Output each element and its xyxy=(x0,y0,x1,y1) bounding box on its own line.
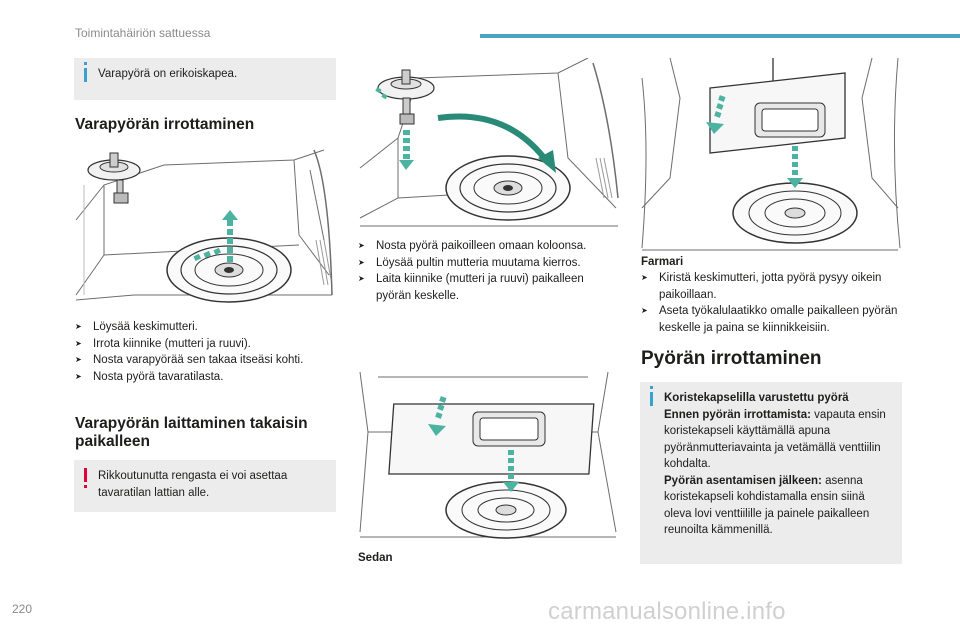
estate-steps: Kiristä keskimutteri, jotta pyörä pysyy … xyxy=(641,270,903,336)
refit-title: Varapyörän laittaminen takaisin paikalle… xyxy=(75,415,308,451)
refit-title-line1: Varapyörän laittaminen takaisin xyxy=(75,415,308,432)
warning-note: Rikkoutunutta rengasta ei voi asettaa ta… xyxy=(74,460,336,512)
info-icon-bar xyxy=(84,68,87,82)
info-icon-bar xyxy=(650,392,653,406)
warning-icon xyxy=(84,468,87,482)
list-item: Kiristä keskimutteri, jotta pyörä pysyy … xyxy=(641,270,903,303)
removal-title: Varapyörän irrottaminen xyxy=(75,116,255,133)
hubcap-heading: Koristekapselilla varustettu pyörä xyxy=(664,392,849,404)
estate-trunk-illustration xyxy=(641,58,901,251)
before-text: vapauta ensin koristekapseli käyttämällä… xyxy=(664,408,886,471)
info-icon xyxy=(84,62,87,65)
list-item: Löysää pultin mutteria muutama kierros. xyxy=(358,255,620,272)
sedan-trunk-illustration xyxy=(359,372,617,539)
spare-wheel-removal-illustration xyxy=(75,149,333,303)
estate-caption: Farmari xyxy=(641,256,684,268)
list-item: Irrota kiinnike (mutteri ja ruuvi). xyxy=(75,336,337,353)
list-item: Nosta pyörä paikoilleen omaan koloonsa. xyxy=(358,238,620,255)
warning-note-line1: Rikkoutunutta rengasta ei voi asettaa xyxy=(98,470,288,482)
sedan-caption: Sedan xyxy=(358,552,393,564)
refit-steps: Nosta pyörä paikoilleen omaan koloonsa. … xyxy=(358,238,620,304)
warning-note-text: Rikkoutunutta rengasta ei voi asettaa ta… xyxy=(98,468,326,501)
list-item: Nosta varapyörää sen takaa itseäsi kohti… xyxy=(75,352,337,369)
spare-wheel-refit-illustration xyxy=(359,58,619,227)
after-text: asenna koristekapseli kohdistamalla ensi… xyxy=(664,474,870,537)
list-item: Laita kiinnike (mutteri ja ruuvi) paikal… xyxy=(358,271,620,304)
list-item: Löysää keskimutteri. xyxy=(75,319,337,336)
hubcap-note-text: Koristekapselilla varustettu pyörä Ennen… xyxy=(664,390,892,539)
warning-note-line2: tavaratilan lattian alle. xyxy=(98,486,210,499)
info-note: Varapyörä on erikoiskapea. xyxy=(74,58,336,100)
list-item: Nosta pyörä tavaratilasta. xyxy=(75,369,337,386)
header-accent-bar xyxy=(480,34,960,38)
warning-icon-dot xyxy=(84,485,87,488)
info-icon xyxy=(650,386,653,389)
watermark: carmanualsonline.info xyxy=(548,598,786,625)
page-number: 220 xyxy=(12,602,33,616)
removal-steps: Löysää keskimutteri. Irrota kiinnike (mu… xyxy=(75,319,337,385)
hubcap-note: Koristekapselilla varustettu pyörä Ennen… xyxy=(640,382,902,564)
info-note-text: Varapyörä on erikoiskapea. xyxy=(98,68,238,80)
after-label: Pyörän asentamisen jälkeen: xyxy=(664,474,822,487)
wheel-removal-title: Pyörän irrottaminen xyxy=(641,348,822,369)
before-label: Ennen pyörän irrottamista: xyxy=(664,408,811,421)
section-header: Toimintahäiriön sattuessa xyxy=(75,26,211,40)
refit-title-line2: paikalleen xyxy=(75,433,150,450)
list-item: Aseta työkalulaatikko omalle paikalleen … xyxy=(641,303,903,336)
